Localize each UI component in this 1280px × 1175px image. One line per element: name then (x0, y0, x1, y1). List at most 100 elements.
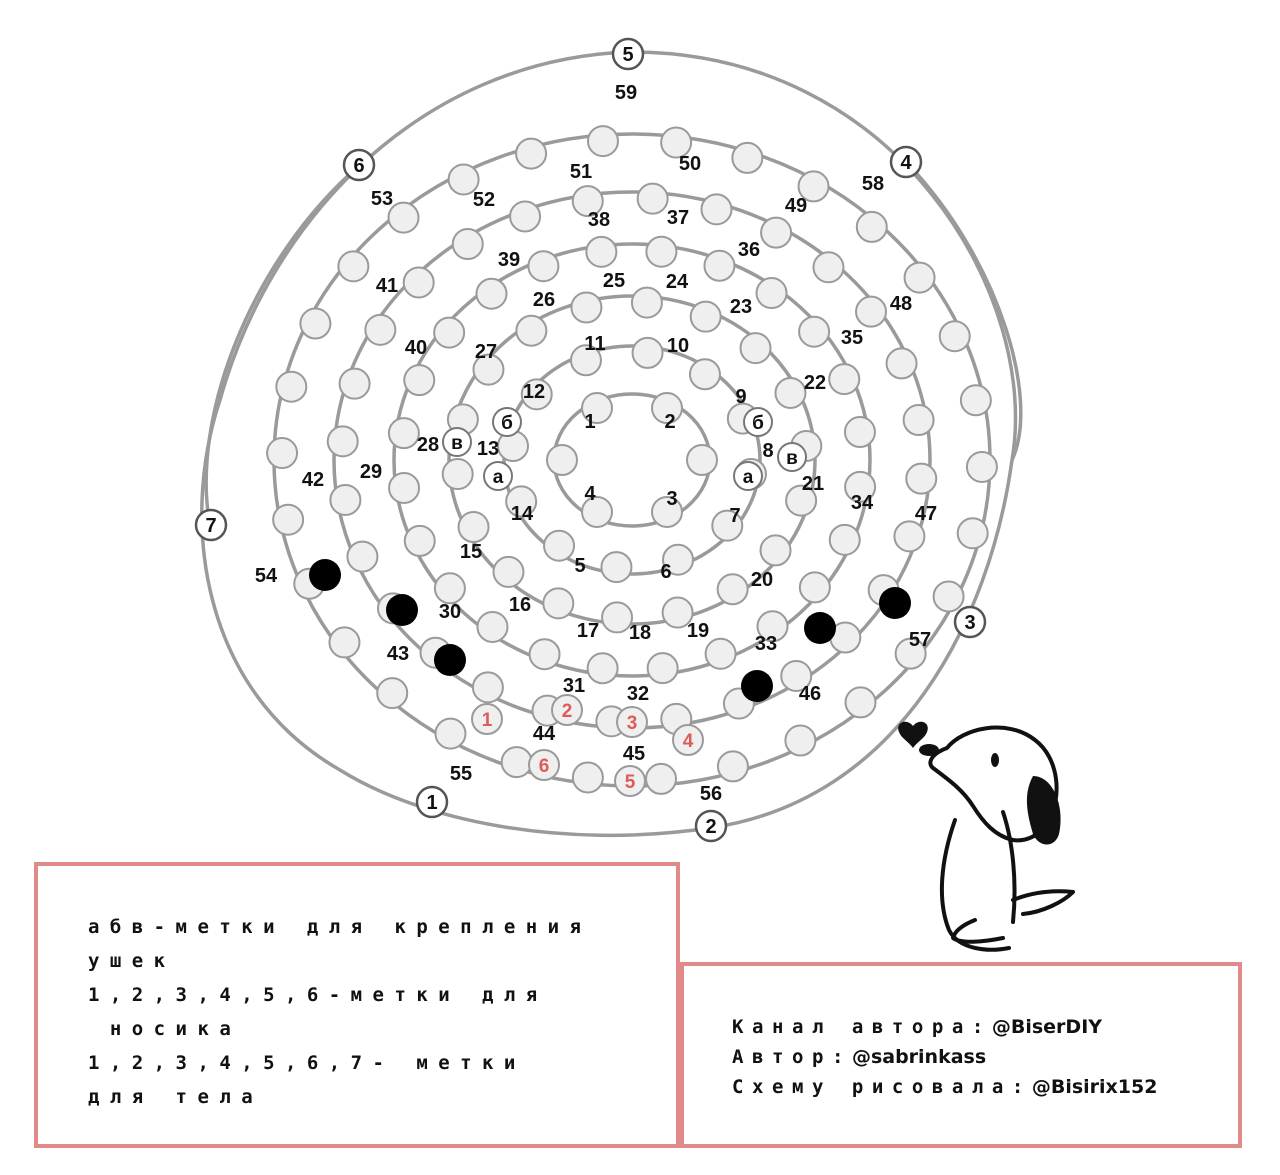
row-label: 55 (450, 763, 472, 785)
bead (797, 170, 830, 203)
bead (299, 307, 332, 340)
row-label: 21 (802, 473, 824, 495)
bead-nodes (194, 37, 998, 843)
bead (275, 370, 308, 403)
row-label: 12 (523, 381, 545, 403)
bead (337, 250, 370, 283)
bead (451, 228, 484, 261)
bead (402, 266, 435, 299)
credit-channel-value[interactable]: @BiserDIY (991, 1016, 1103, 1038)
body-mark-label: 3 (964, 612, 975, 634)
body-mark (342, 148, 376, 182)
row-label: 36 (738, 239, 760, 261)
ear-mark-label: б (752, 413, 764, 434)
nose-mark-label: 5 (625, 772, 636, 793)
bead (338, 367, 371, 400)
row-label: 17 (577, 620, 599, 642)
bead (661, 596, 694, 629)
row-label: 42 (302, 469, 324, 491)
heart-icon (898, 721, 928, 748)
row-label: 20 (751, 569, 773, 591)
nose-mark-bead (614, 765, 646, 797)
row-label: 18 (629, 622, 651, 644)
credit-drawn-label: Схему рисовала: (732, 1076, 1032, 1098)
bead (387, 201, 420, 234)
ear-mark (483, 461, 513, 491)
row-label: 54 (255, 565, 278, 587)
bead (700, 193, 733, 226)
credit-author: Автор:@sabrinkass (732, 1042, 1190, 1072)
bead (703, 249, 736, 282)
bead (688, 358, 721, 391)
row-label: 33 (755, 633, 777, 655)
credit-channel: Канал автора:@BiserDIY (732, 1012, 1190, 1042)
row-label: 59 (615, 82, 637, 104)
bead (527, 250, 560, 283)
bead (686, 444, 718, 476)
bead (528, 638, 561, 671)
row-label: 29 (360, 461, 382, 483)
credit-author-value[interactable]: @sabrinkass (851, 1046, 987, 1068)
row-label: 16 (509, 594, 531, 616)
bead (434, 717, 467, 750)
nose-mark-label: 2 (562, 701, 573, 722)
row-label: 53 (371, 188, 393, 210)
bead (660, 126, 693, 159)
legend-line: 1,2,3,4,5,6-метки для (88, 984, 548, 1006)
bead (756, 610, 789, 643)
bead (645, 235, 678, 268)
row-label: 58 (862, 173, 884, 195)
bead (855, 295, 888, 328)
bead (329, 483, 362, 516)
row-label: 8 (762, 440, 773, 462)
black-bead (309, 559, 341, 591)
bead (492, 555, 525, 588)
ear-mark-label: б (501, 413, 513, 434)
bead (755, 277, 788, 310)
bead (346, 540, 379, 573)
bead (828, 363, 861, 396)
row-label: 26 (533, 289, 555, 311)
bead (651, 495, 683, 528)
row-label: 5 (574, 555, 585, 577)
credit-drawn-value[interactable]: @Bisirix152 (1031, 1076, 1158, 1098)
ear-mark (442, 427, 472, 457)
bead (447, 163, 480, 196)
legend-line: носика (88, 1018, 242, 1040)
row-label: 48 (890, 293, 912, 315)
row-label: 6 (660, 561, 671, 583)
bead (476, 610, 509, 643)
body-mark (889, 145, 923, 179)
legend-line: ушек (88, 950, 176, 972)
row-label: 14 (511, 503, 534, 525)
bead (631, 336, 664, 369)
row-label: 24 (666, 271, 689, 293)
credit-channel-label: Канал автора: (732, 1016, 992, 1038)
bead (266, 437, 299, 470)
body-mark-label: 1 (426, 792, 437, 814)
bead (457, 511, 490, 544)
bead (515, 314, 548, 347)
bead (785, 484, 818, 517)
row-label: 32 (627, 683, 649, 705)
row-label: 49 (785, 195, 807, 217)
bead (716, 750, 749, 783)
bead (739, 332, 772, 365)
bead (894, 637, 927, 670)
bead (328, 626, 361, 659)
body-mark (415, 785, 449, 819)
row-label: 50 (679, 153, 701, 175)
bead (586, 652, 619, 685)
bead (546, 444, 578, 476)
body-mark (611, 37, 645, 71)
credit-drawn: Схему рисовала:@Bisirix152 (732, 1072, 1190, 1102)
bead (500, 746, 533, 779)
bead (403, 524, 436, 557)
ear-mark (777, 442, 807, 472)
bead (893, 520, 926, 553)
bead (956, 517, 989, 550)
bead (601, 601, 634, 634)
ear-mark (492, 407, 522, 437)
bead (441, 458, 474, 491)
